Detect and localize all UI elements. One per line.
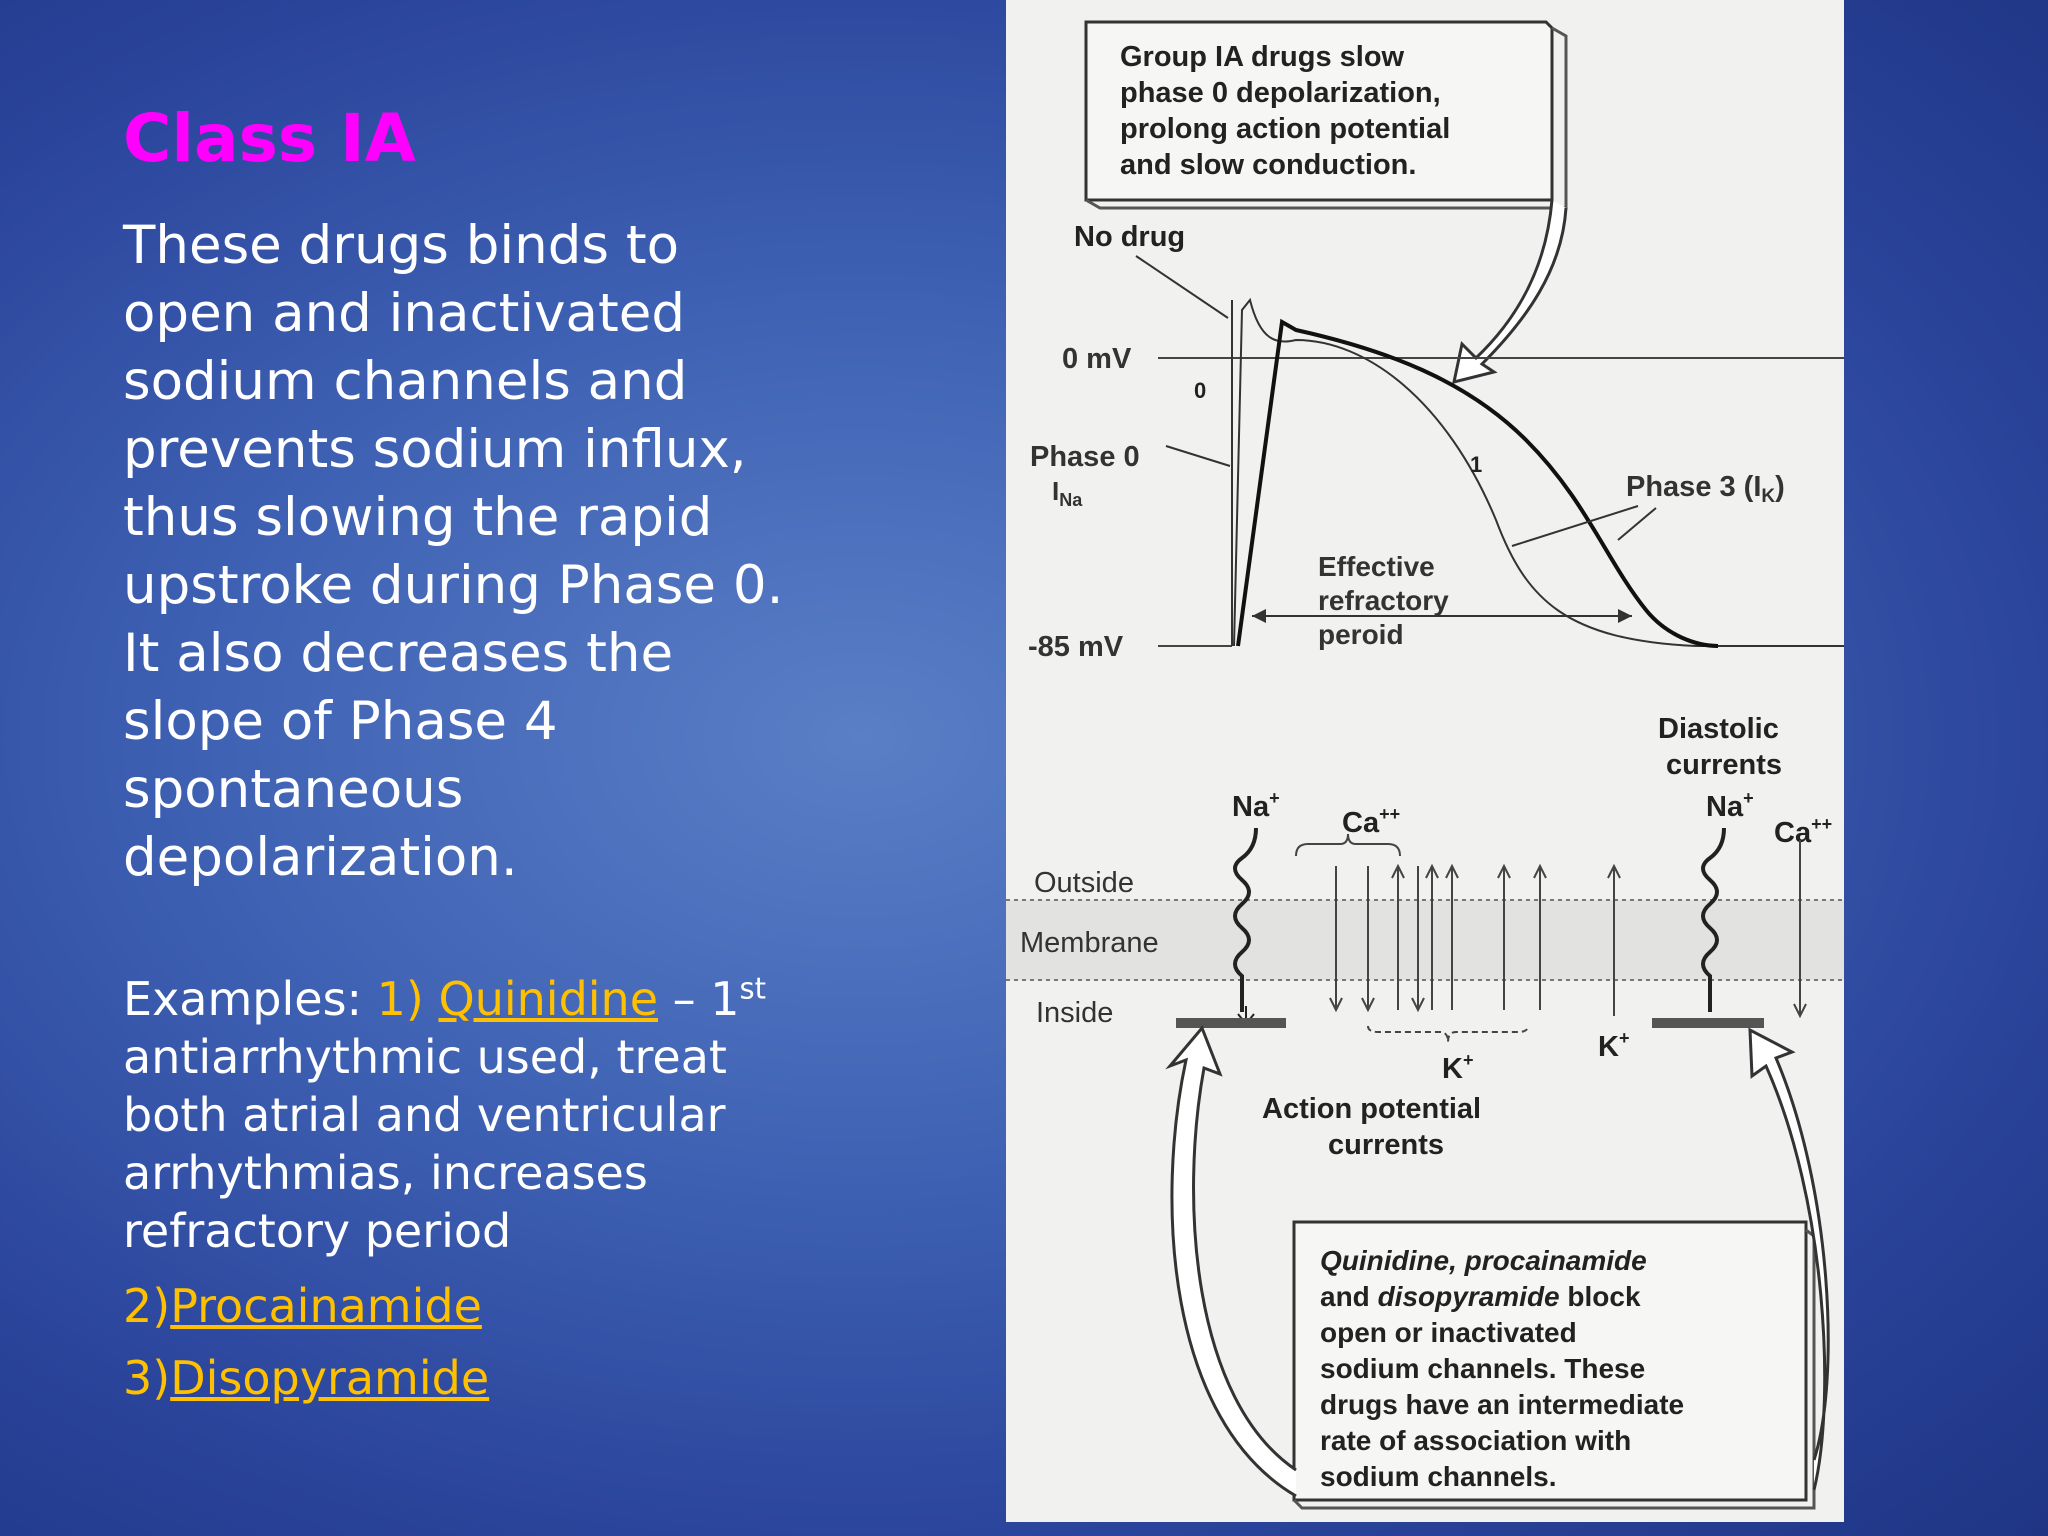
- top-callout-line-3: prolong action potential: [1120, 113, 1450, 145]
- example-3-number: 3): [123, 1351, 171, 1405]
- diastolic-line-2: currents: [1666, 749, 1782, 781]
- erp-line-1: Effective: [1318, 551, 1435, 582]
- membrane-label: Membrane: [1020, 927, 1159, 959]
- sodium-channel-2: [1701, 827, 1726, 1012]
- channel-gate-2: [1652, 1018, 1764, 1028]
- example-1-superscript: st: [739, 971, 767, 1006]
- procainamide-link[interactable]: Procainamide: [170, 1279, 482, 1333]
- example-2-number: 2): [123, 1279, 171, 1333]
- example-3-line: 3)Disopyramide: [123, 1349, 489, 1407]
- bottom-callout-line-4: sodium channels. These: [1320, 1353, 1645, 1384]
- bottom-callout-line-3: open or inactivated: [1320, 1317, 1577, 1348]
- bottom-callout-line-6: rate of association with: [1320, 1425, 1631, 1456]
- ap-currents-line-1: Action potential: [1262, 1093, 1481, 1125]
- bottom-callout-line-7: sodium channels.: [1320, 1461, 1557, 1492]
- erp-line-3: peroid: [1318, 619, 1404, 650]
- example-1-description: antiarrhythmic used, treat both atrial a…: [123, 1030, 727, 1258]
- na-ion-2: Na+: [1706, 788, 1754, 823]
- zero-mv-label: 0 mV: [1062, 343, 1132, 375]
- sodium-channel-1: [1233, 827, 1258, 1012]
- erp-line-2: refractory: [1318, 585, 1449, 616]
- minus-85-mv-label: -85 mV: [1028, 631, 1124, 663]
- top-callout-line-2: phase 0 depolarization,: [1120, 77, 1441, 109]
- top-callout: Group IA drugs slow phase 0 depolarizati…: [1084, 20, 1568, 385]
- diastolic-line-1: Diastolic: [1658, 713, 1779, 745]
- bottom-callout-line-1: Quinidine, procainamide: [1320, 1245, 1647, 1276]
- action-potential-curves: 0 1: [1194, 297, 1844, 648]
- examples-block: Examples: 1) Quinidine – 1st antiarrhyth…: [123, 970, 843, 1260]
- outside-label: Outside: [1034, 867, 1134, 899]
- current-arrows: [1329, 840, 1807, 1019]
- k-ion-1: K+: [1442, 1050, 1473, 1085]
- svg-text:0: 0: [1194, 378, 1206, 403]
- example-2-line: 2)Procainamide: [123, 1277, 482, 1335]
- description-paragraph: These drugs binds to open and inactivate…: [123, 215, 784, 888]
- bottom-callout-line-5: drugs have an intermediate: [1320, 1389, 1684, 1420]
- ca-ion-2: Ca++: [1774, 814, 1832, 849]
- action-potential-figure: Group IA drugs slow phase 0 depolarizati…: [1006, 0, 1844, 1522]
- na-ion-1: Na+: [1232, 788, 1280, 823]
- phase-0-label: Phase 0: [1030, 441, 1140, 473]
- ca-ion-1: Ca++: [1342, 804, 1400, 839]
- slide-title: Class IA: [123, 100, 416, 177]
- phase-3-label: Phase 3 (IK): [1626, 471, 1785, 507]
- svg-text:1: 1: [1470, 452, 1482, 477]
- figure-svg: Group IA drugs slow phase 0 depolarizati…: [1006, 20, 1844, 1510]
- examples-prefix: Examples:: [123, 972, 377, 1026]
- inside-label: Inside: [1036, 997, 1113, 1029]
- ap-currents-line-2: currents: [1328, 1129, 1444, 1161]
- bottom-callout-line-2: and disopyramide block: [1320, 1281, 1641, 1312]
- example-1-number: 1): [376, 972, 439, 1026]
- quinidine-link[interactable]: Quinidine: [438, 972, 659, 1026]
- ina-label: INa: [1052, 476, 1083, 510]
- bottom-callout: Quinidine, procainamide and disopyramide…: [1165, 1025, 1830, 1510]
- channel-gate-1: [1176, 1018, 1286, 1028]
- top-callout-line-4: and slow conduction.: [1120, 149, 1416, 181]
- no-drug-label: No drug: [1074, 221, 1185, 253]
- example-1-dash: – 1: [658, 972, 740, 1026]
- disopyramide-link[interactable]: Disopyramide: [170, 1351, 490, 1405]
- k-ion-2: K+: [1598, 1028, 1629, 1063]
- top-callout-line-1: Group IA drugs slow: [1120, 41, 1405, 73]
